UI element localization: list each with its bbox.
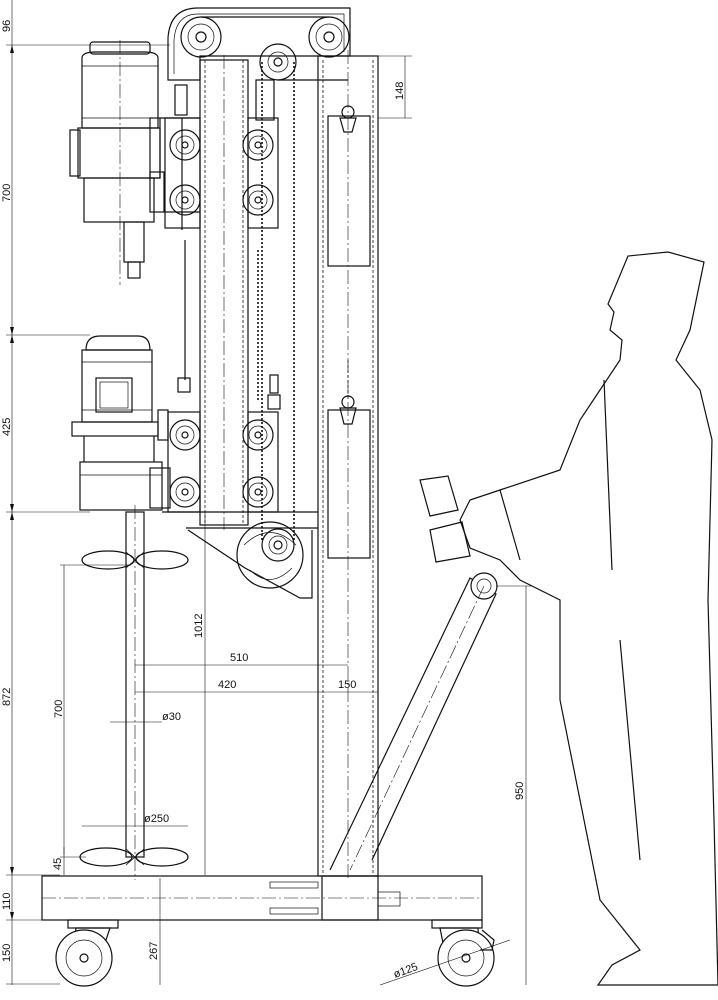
top-pulley-housing (167, 7, 351, 81)
lift-column (174, 55, 249, 530)
dim-96: 96 (1, 20, 13, 32)
chain-drive (236, 43, 348, 589)
dim-148-group: 148 (378, 55, 412, 119)
dim-45: 45 (52, 858, 64, 870)
dim-1012: 1012 (193, 614, 205, 638)
dim-110: 110 (1, 892, 13, 910)
dim-shaft-diameter: ø30 (162, 711, 181, 723)
dim-267: 267 (148, 942, 160, 960)
dim-950: 950 (514, 782, 526, 800)
dim-425: 425 (1, 418, 13, 436)
castor-left (55, 919, 119, 987)
dim-700-shaft: 700 (53, 700, 65, 718)
dim-700-left: 700 (1, 184, 13, 202)
lower-motor-assembly (71, 335, 318, 599)
main-mast (317, 50, 379, 880)
dim-510: 510 (230, 652, 248, 664)
shaft-dimensions: 700 1012 510 420 150 ø30 ø250 45 267 (52, 512, 378, 985)
dim-420: 420 (218, 679, 236, 691)
dim-872: 872 (1, 688, 13, 706)
left-dimension-chain: 96 700 425 872 110 150 (1, 0, 170, 985)
carriage-rollers (164, 117, 279, 513)
dim-148: 148 (394, 82, 406, 100)
upper-motor-assembly (69, 40, 200, 285)
agitator-shaft (79, 505, 189, 880)
dim-150-left: 150 (1, 944, 13, 962)
base-frame (41, 875, 483, 921)
castor-right: ø125 (379, 919, 511, 987)
push-handle: 950 (329, 572, 532, 985)
operator-figure (419, 251, 718, 986)
dim-wheel-diameter: ø125 (392, 961, 420, 981)
dim-150-mid: 150 (338, 679, 356, 691)
dim-impeller-diameter: ø250 (144, 813, 169, 825)
